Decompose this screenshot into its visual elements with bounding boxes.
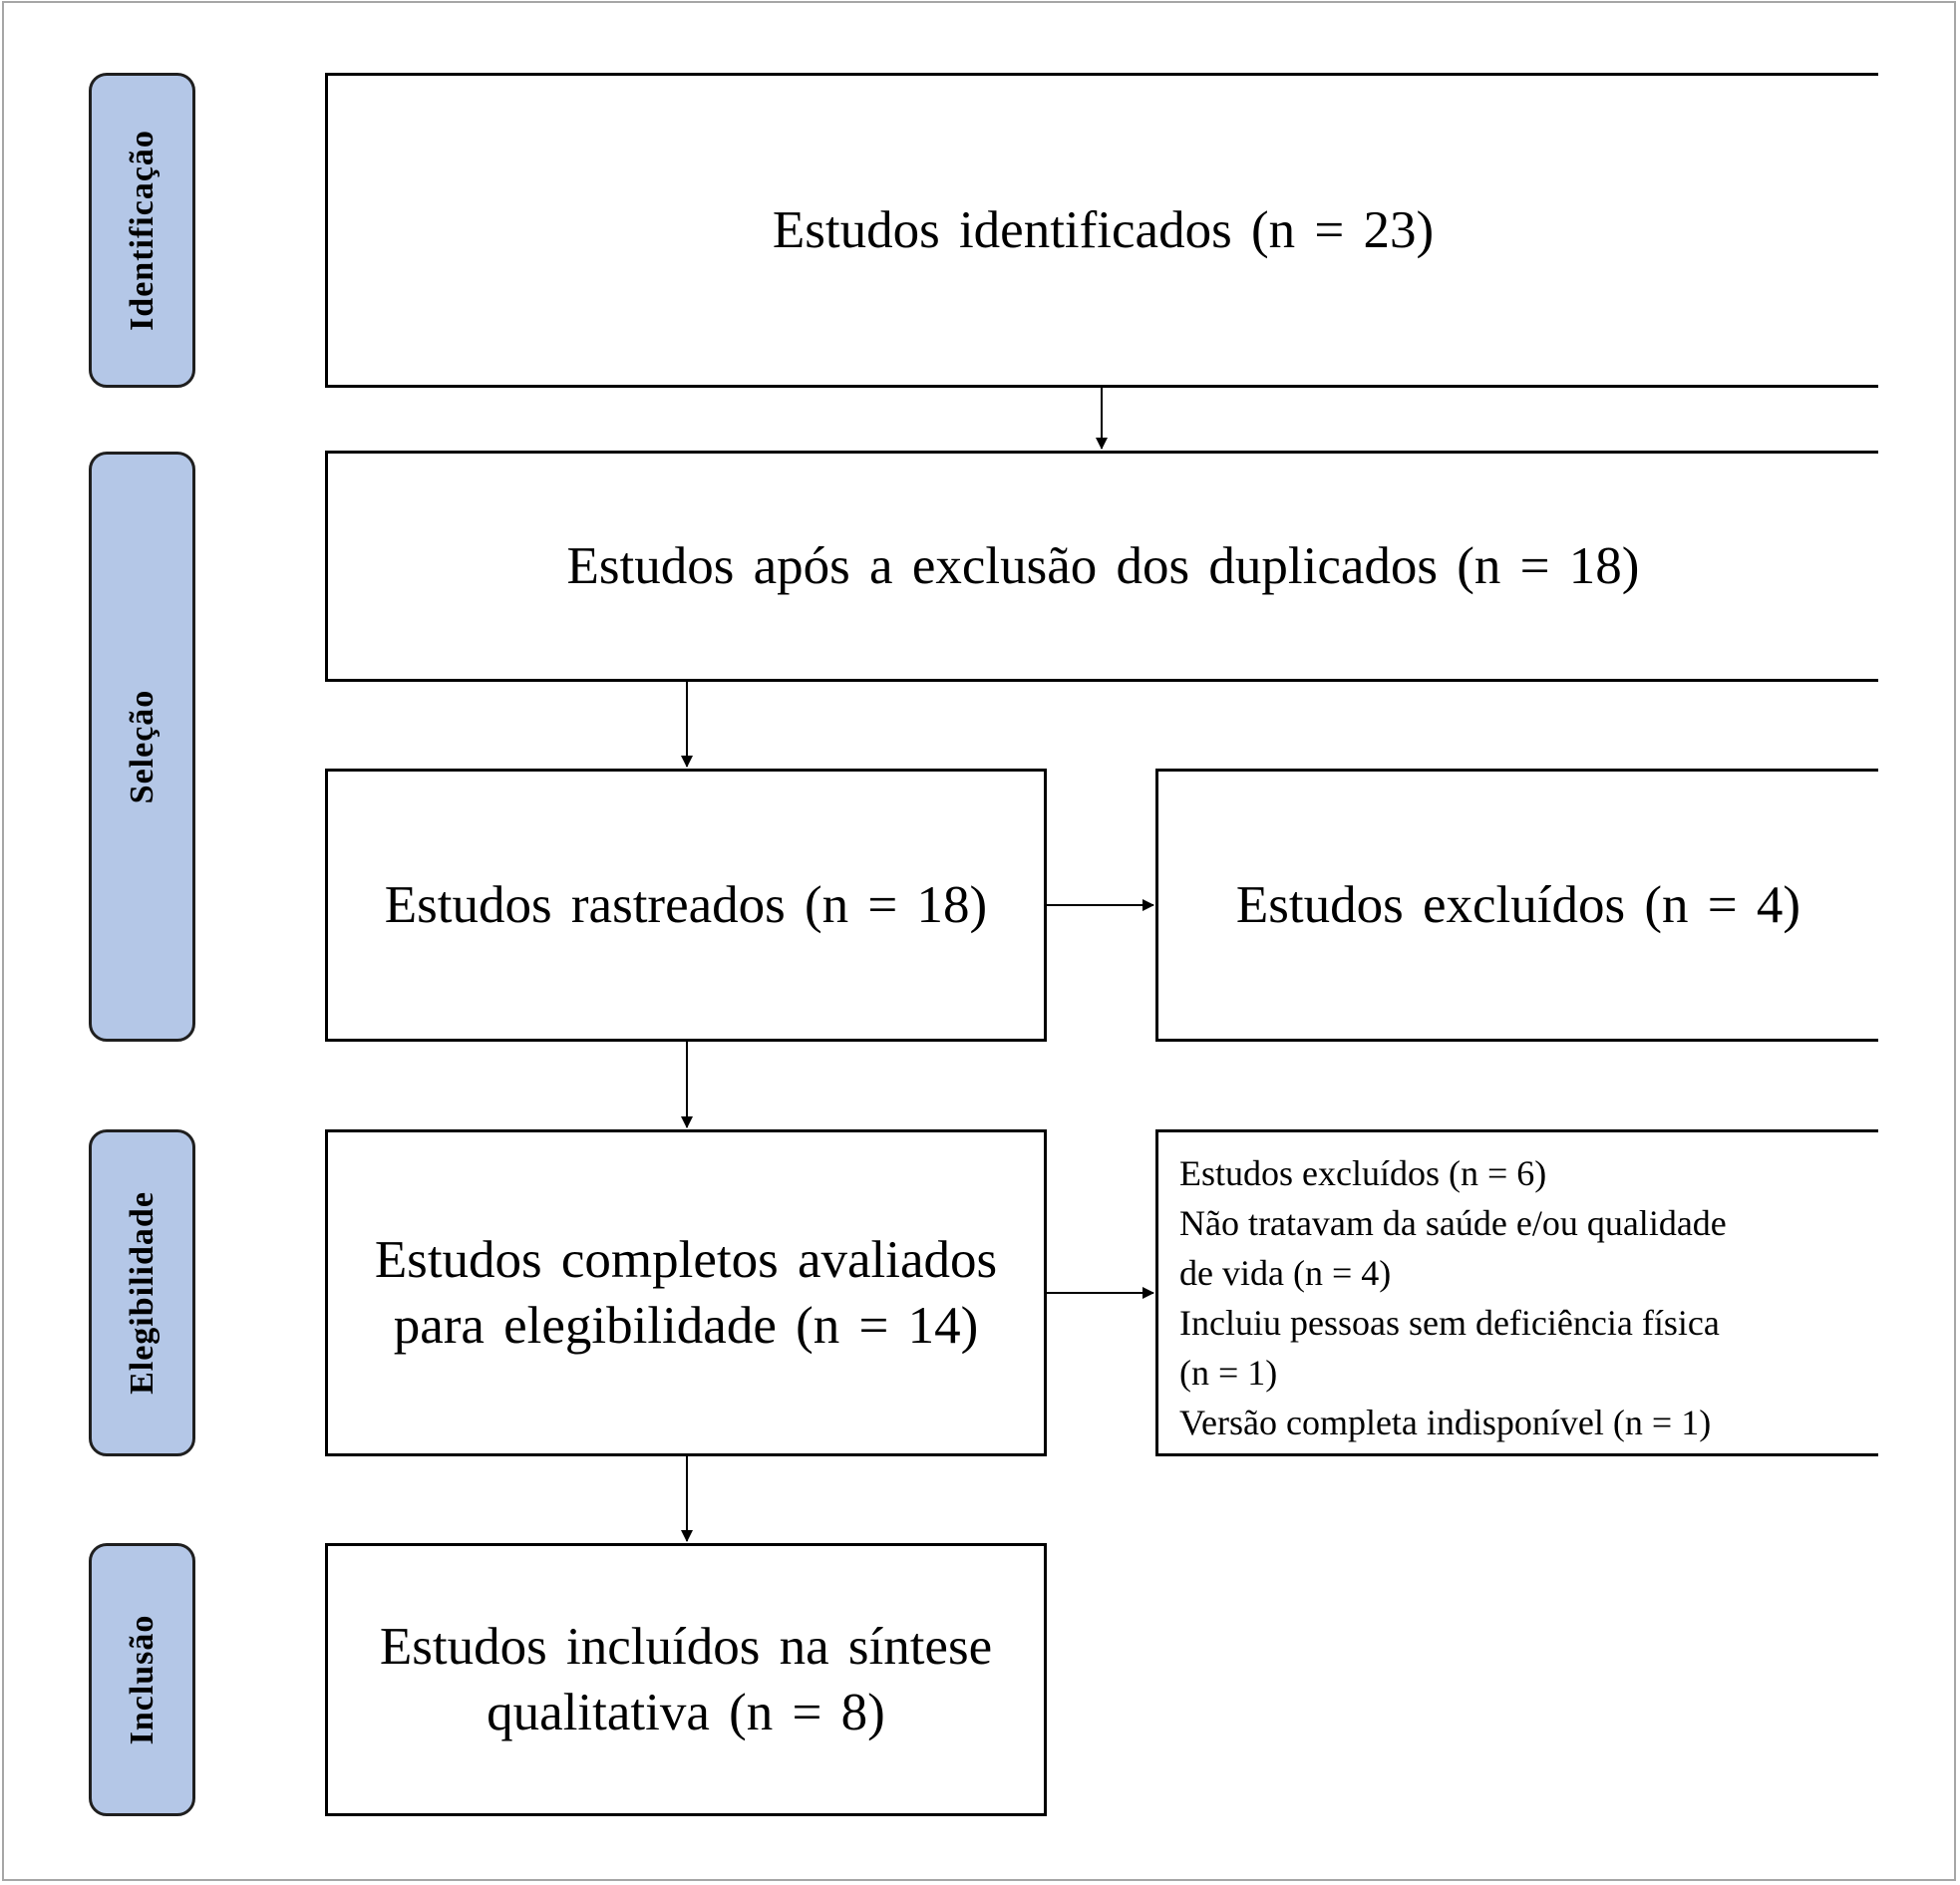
phase-selecao: Seleção [89,452,195,1042]
box-excluded-screening-text: Estudos excluídos (n = 4) [1235,876,1801,934]
box-screened: Estudos rastreados (n = 18) [325,769,1047,1042]
box-included-line1: Estudos incluídos na síntese [379,1618,993,1676]
excluded-full-text-line: de vida (n = 4) [1179,1253,1392,1293]
box-included: Estudos incluídos na síntese qualitativa… [325,1543,1047,1816]
excluded-full-text-list: Estudos excluídos (n = 6) Não tratavam d… [1179,1148,1817,1447]
box-identified: Estudos identificados (n = 23) [325,73,1878,388]
box-after-duplicates-text: Estudos após a exclusão dos duplicados (… [566,537,1640,595]
box-excluded-screening: Estudos excluídos (n = 4) [1155,769,1878,1042]
excluded-full-text-line: (n = 1) [1179,1353,1278,1393]
excluded-full-text-line: Incluiu pessoas sem deficiência física [1179,1303,1720,1343]
box-full-text-line2: para elegibilidade (n = 14) [393,1297,979,1355]
box-full-text: Estudos completos avaliados para elegibi… [325,1129,1047,1456]
box-included-line2: qualitativa (n = 8) [487,1684,885,1741]
phase-inclusao: Inclusão [89,1543,195,1816]
phase-identificacao: Identificação [89,73,195,388]
box-after-duplicates: Estudos após a exclusão dos duplicados (… [325,451,1878,682]
excluded-full-text-line: Estudos excluídos (n = 6) [1179,1153,1547,1193]
excluded-full-text-line: Versão completa indisponível (n = 1) [1179,1403,1712,1442]
phase-elegibilidade: Elegibilidade [89,1129,195,1456]
box-excluded-full-text [1155,1129,1878,1456]
box-full-text-line1: Estudos completos avaliados [374,1231,998,1289]
box-identified-text: Estudos identificados (n = 23) [772,201,1435,259]
excluded-full-text-line: Não tratavam da saúde e/ou qualidade [1179,1203,1727,1243]
box-screened-text: Estudos rastreados (n = 18) [384,876,988,934]
